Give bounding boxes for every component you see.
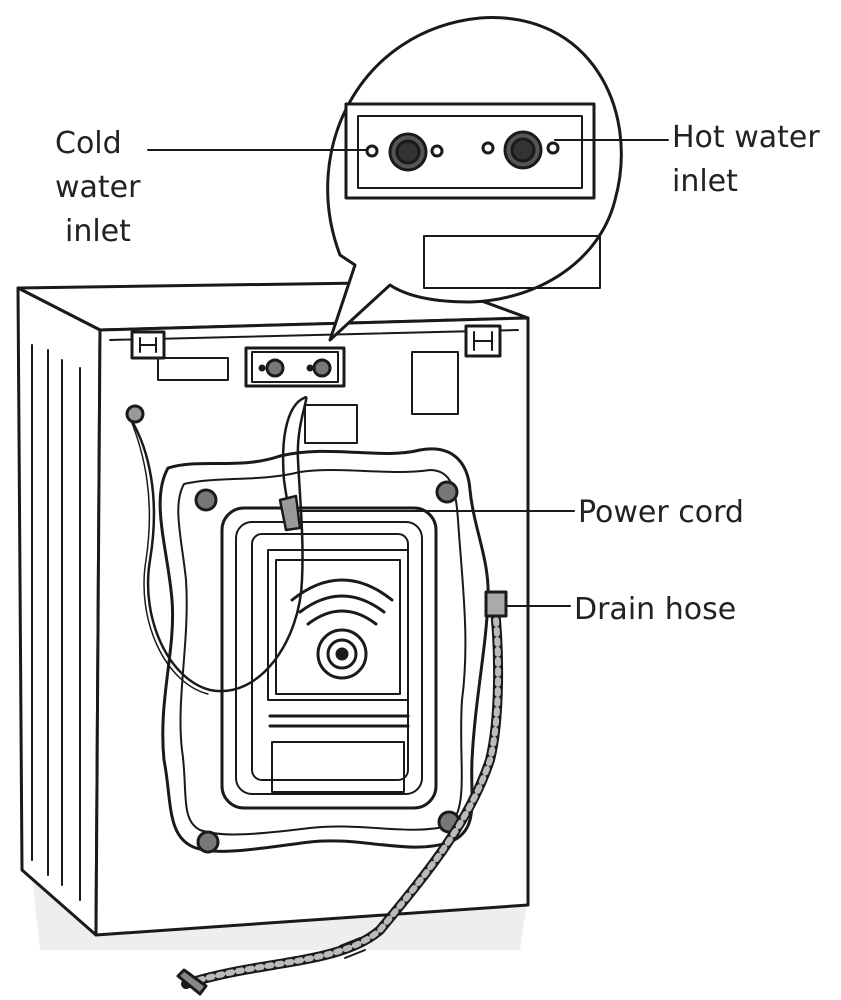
- hot-water-inlet-label-line1: Hot water: [672, 120, 820, 155]
- drain-hose: [176, 590, 508, 996]
- drain-hose-label: Drain hose: [574, 592, 737, 627]
- motor-plate: [267, 549, 409, 701]
- inner-frame-mid: [235, 521, 423, 795]
- cold-water-inlet-label-line1: Cold: [55, 126, 122, 161]
- back-plate-left: [157, 357, 229, 381]
- cold-water-inlet-label: Cold water inlet: [55, 122, 140, 254]
- cold-water-inlet-label-line2: water: [55, 170, 141, 205]
- top-bracket-right: [464, 324, 502, 358]
- top-bracket-left: [130, 330, 166, 360]
- screw-icon: [194, 488, 218, 512]
- hot-inlet-fitting: [481, 130, 560, 170]
- screw-icon: [196, 830, 220, 854]
- back-label: [304, 404, 358, 444]
- vent-slots: [268, 714, 410, 728]
- power-cord: [128, 395, 308, 695]
- back-plate-right: [411, 351, 459, 415]
- cold-water-inlet-label-line3: inlet: [65, 214, 131, 249]
- cold-inlet-fitting: [365, 132, 444, 172]
- inlet-panel-small: [244, 346, 346, 388]
- hot-water-inlet-label-line2: inlet: [672, 164, 738, 199]
- screw-icon: [435, 480, 459, 504]
- lower-box: [271, 741, 405, 793]
- power-cord-label: Power cord: [578, 495, 744, 530]
- vent-arcs: [290, 578, 394, 626]
- hot-water-inlet-label: Hot water inlet: [672, 116, 820, 204]
- inlet-zoom-bubble: [326, 16, 623, 342]
- hub: [316, 628, 368, 680]
- leader-lines: [147, 139, 669, 607]
